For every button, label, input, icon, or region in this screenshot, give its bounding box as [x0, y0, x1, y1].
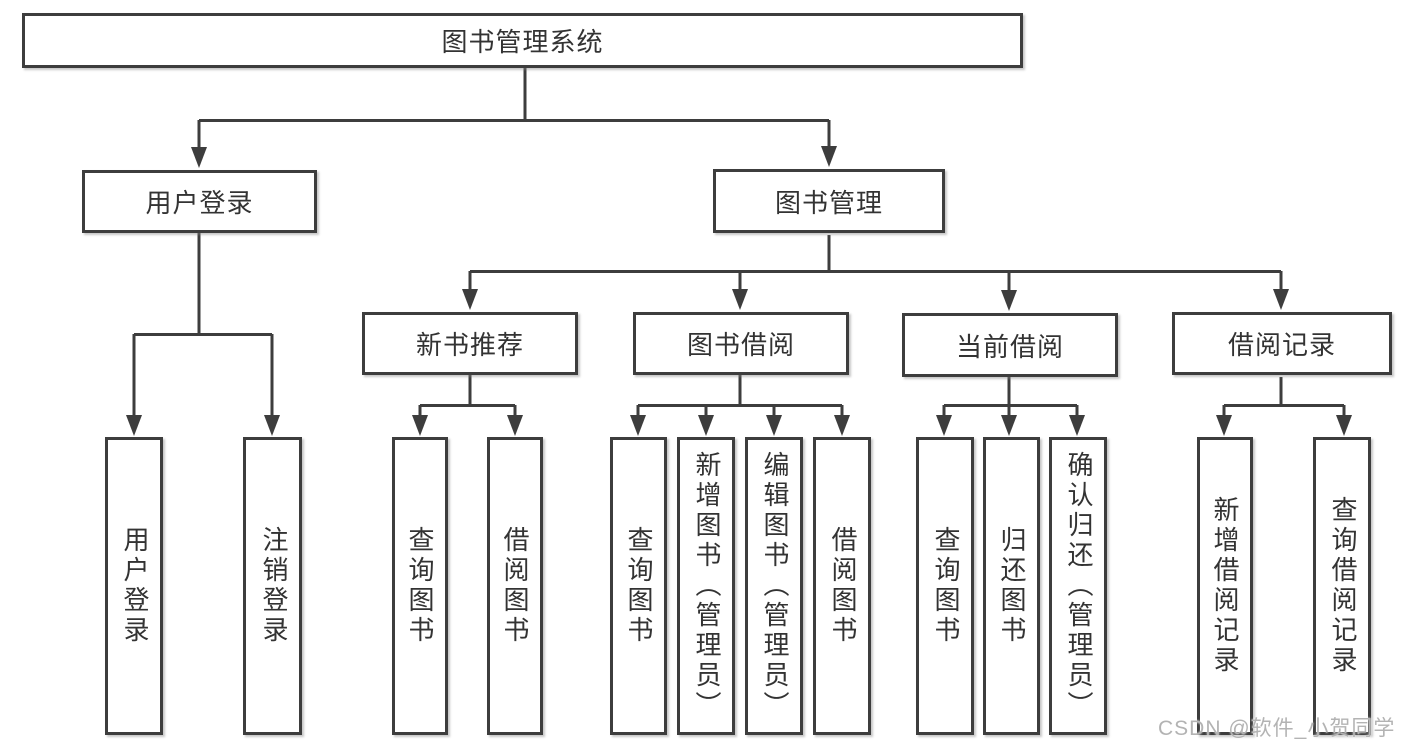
leaf-borrow-query-books: 查询图书	[610, 437, 667, 735]
leaf-current-query-books: 查询图书	[916, 437, 974, 735]
leaf-borrow-add-books-admin: 新增图书（管理员）	[677, 437, 735, 735]
leaf-user-login: 用户登录	[105, 437, 163, 735]
leaf-newbook-query-books: 查询图书	[392, 437, 448, 735]
connector-borrow-to-leaves	[630, 375, 850, 436]
leaf-borrow-edit-books-admin: 编辑图书（管理员）	[745, 437, 803, 735]
leaf-newbook-borrow-books: 借阅图书	[487, 437, 543, 735]
connector-current-to-leaves	[936, 377, 1085, 436]
leaf-borrow-borrow-books: 借阅图书	[813, 437, 871, 735]
node-new-book-recommend: 新书推荐	[362, 312, 578, 375]
node-user-login: 用户登录	[82, 170, 317, 233]
node-current-borrow: 当前借阅	[902, 313, 1118, 377]
leaf-current-confirm-return-admin: 确认归还（管理员）	[1049, 437, 1107, 735]
connector-mgmt-to-level3	[462, 235, 1289, 311]
leaf-current-return-books: 归还图书	[983, 437, 1040, 735]
csdn-watermark: CSDN @软件_小贺同学	[1158, 717, 1396, 740]
connector-record-to-leaves	[1216, 377, 1352, 436]
connector-newbook-to-leaves	[412, 375, 523, 436]
leaf-record-add-borrow-record: 新增借阅记录	[1197, 437, 1253, 735]
node-book-management: 图书管理	[713, 169, 945, 233]
connector-login-to-leaves	[126, 233, 280, 436]
leaf-logout: 注销登录	[243, 437, 302, 735]
leaf-record-query-borrow-record: 查询借阅记录	[1313, 437, 1371, 735]
connector-root-to-level2	[191, 66, 837, 168]
node-book-borrow: 图书借阅	[633, 312, 849, 375]
node-root: 图书管理系统	[22, 13, 1023, 68]
node-borrow-record: 借阅记录	[1172, 312, 1392, 375]
